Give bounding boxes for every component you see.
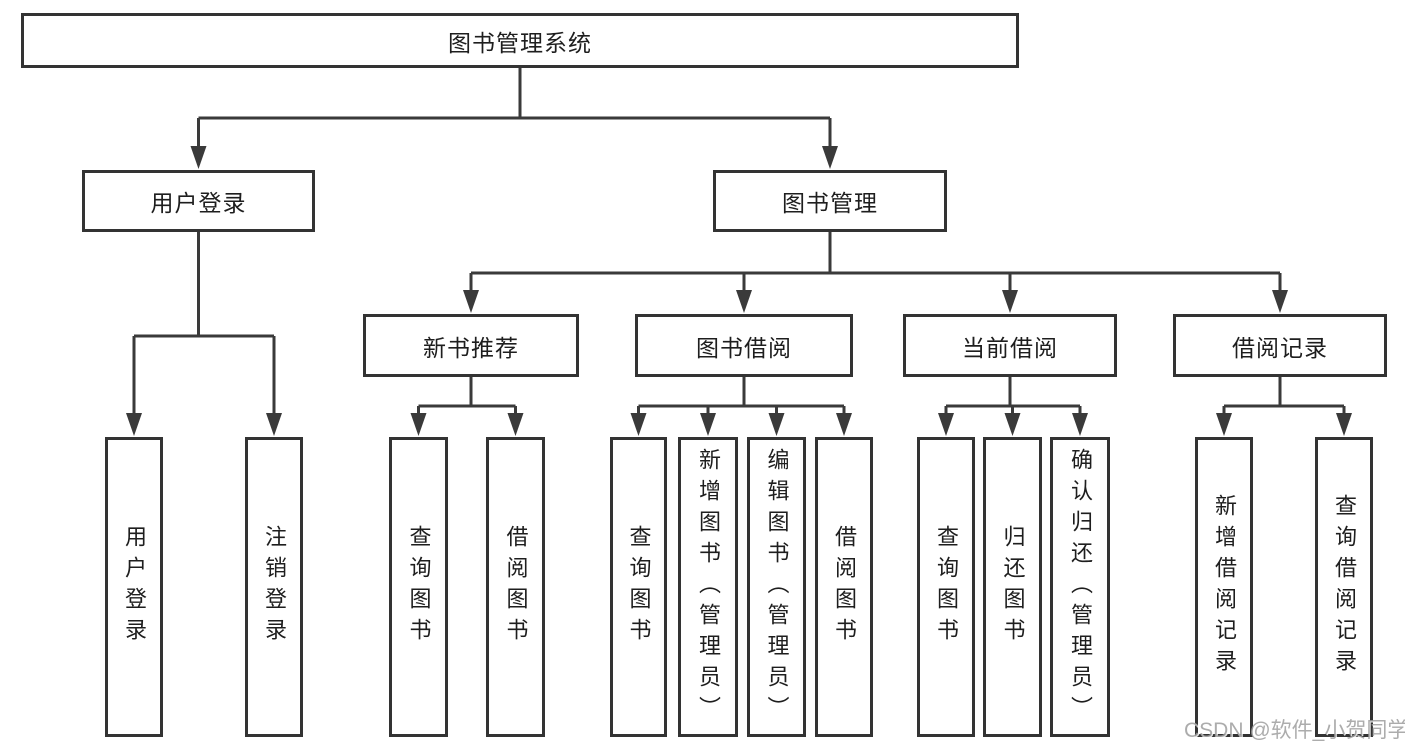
node-book-borrowing-label: 图书借阅 xyxy=(696,334,792,361)
node-book-management-label: 图书管理 xyxy=(782,190,878,216)
leaf-return-books-label: 归还图书 xyxy=(1000,525,1026,649)
node-borrowing-records: 借阅记录 xyxy=(1173,314,1387,377)
leaf-add-borrow-record-label: 新增借阅记录 xyxy=(1212,494,1237,680)
node-current-borrowing: 当前借阅 xyxy=(903,314,1117,377)
node-new-book-recommend: 新书推荐 xyxy=(363,314,579,377)
leaf-query-books-borrowing-label: 查询图书 xyxy=(626,525,652,649)
leaf-confirm-return-admin-label: 确认归还（管理员） xyxy=(1068,447,1093,727)
leaf-query-books-recommend-label: 查询图书 xyxy=(406,525,432,649)
leaf-query-books-current: 查询图书 xyxy=(917,437,975,737)
leaf-return-books: 归还图书 xyxy=(983,437,1042,737)
leaf-edit-books-admin-label: 编辑图书（管理员） xyxy=(764,447,790,727)
leaf-user-login-label: 用户登录 xyxy=(122,525,147,649)
leaf-borrow-books-label: 借阅图书 xyxy=(832,525,857,649)
node-borrowing-records-label: 借阅记录 xyxy=(1232,334,1328,361)
leaf-user-login: 用户登录 xyxy=(105,437,163,737)
leaf-edit-books-admin: 编辑图书（管理员） xyxy=(747,437,806,737)
node-user-login-label: 用户登录 xyxy=(150,190,247,216)
leaf-query-books-current-label: 查询图书 xyxy=(934,525,959,649)
node-root-label: 图书管理系统 xyxy=(448,29,592,56)
leaf-confirm-return-admin: 确认归还（管理员） xyxy=(1050,437,1110,737)
leaf-borrow-books-recommend-label: 借阅图书 xyxy=(503,525,529,649)
node-root: 图书管理系统 xyxy=(21,13,1019,68)
node-book-management: 图书管理 xyxy=(713,170,947,232)
arrowheads xyxy=(126,146,1352,436)
leaf-add-books-admin: 新增图书（管理员） xyxy=(678,437,738,737)
leaf-logout-label: 注销登录 xyxy=(262,525,287,649)
leaf-logout: 注销登录 xyxy=(245,437,303,737)
leaf-borrow-books-recommend: 借阅图书 xyxy=(486,437,545,737)
leaf-query-borrow-record-label: 查询借阅记录 xyxy=(1332,494,1357,680)
node-new-book-recommend-label: 新书推荐 xyxy=(423,334,519,361)
node-current-borrowing-label: 当前借阅 xyxy=(962,334,1058,361)
leaf-query-books-borrowing: 查询图书 xyxy=(610,437,667,737)
leaf-add-borrow-record: 新增借阅记录 xyxy=(1195,437,1253,737)
leaf-query-books-recommend: 查询图书 xyxy=(389,437,448,737)
node-user-login: 用户登录 xyxy=(82,170,315,232)
leaf-query-borrow-record: 查询借阅记录 xyxy=(1315,437,1373,737)
leaf-borrow-books: 借阅图书 xyxy=(815,437,873,737)
leaf-add-books-admin-label: 新增图书（管理员） xyxy=(696,447,721,727)
node-book-borrowing: 图书借阅 xyxy=(635,314,853,377)
csdn-watermark: CSDN @软件_小贺同学 xyxy=(1184,719,1405,742)
